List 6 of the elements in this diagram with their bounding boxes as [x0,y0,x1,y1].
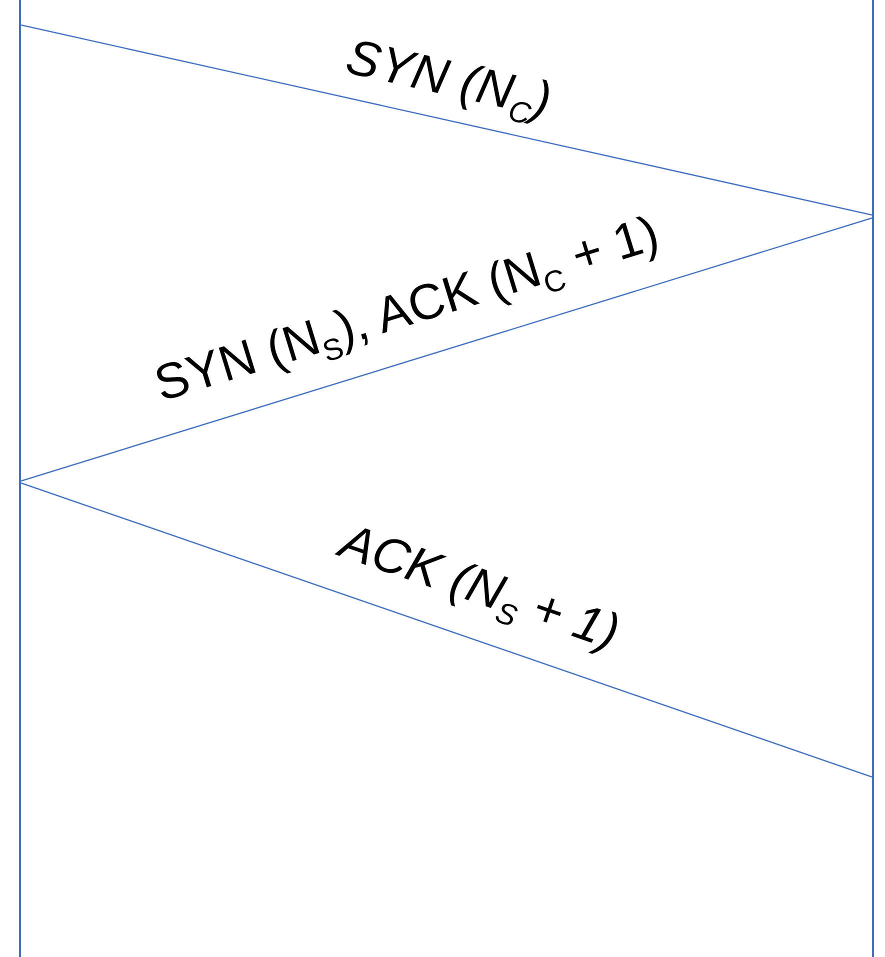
lifeline [872,0,874,957]
message-line [20,24,872,216]
lifeline [19,0,21,957]
message-line [20,217,872,482]
message-line [20,482,872,778]
edge-label: SYN (N$_{C}$) [340,30,556,133]
